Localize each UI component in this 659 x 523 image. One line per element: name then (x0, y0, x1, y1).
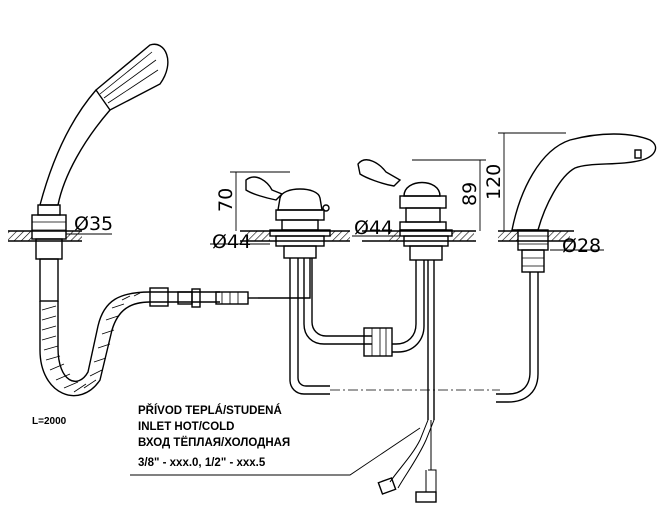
dimension-lines (66, 132, 604, 476)
inlet-note-line-4: 3/8" - xxx.0, 1/2" - xxx.5 (138, 457, 266, 469)
right-valve-height-label: 89 (459, 182, 481, 206)
right-valve-diameter-label: Ø44 (354, 217, 393, 239)
hose-length-label: L=2000 (32, 416, 67, 427)
spout-height-label: 120 (483, 164, 505, 200)
left-valve (240, 176, 372, 395)
hand-shower (8, 43, 169, 302)
right-valve (357, 159, 476, 503)
inlet-note-line-3: ВХОД ТЁПЛАЯ/ХОЛОДНАЯ (138, 436, 290, 449)
hand-shower-diameter-label: Ø35 (74, 213, 113, 235)
inlet-note-line-2: INLET HOT/COLD (138, 421, 234, 433)
spout (496, 133, 657, 403)
left-valve-diameter-label: Ø44 (212, 231, 251, 253)
flex-hose (39, 287, 258, 397)
spout-diameter-label: Ø28 (562, 235, 601, 257)
left-valve-height-label: 70 (215, 188, 237, 212)
inlet-note-line-1: PŘÍVOD TEPLÁ/STUDENÁ (138, 404, 282, 417)
